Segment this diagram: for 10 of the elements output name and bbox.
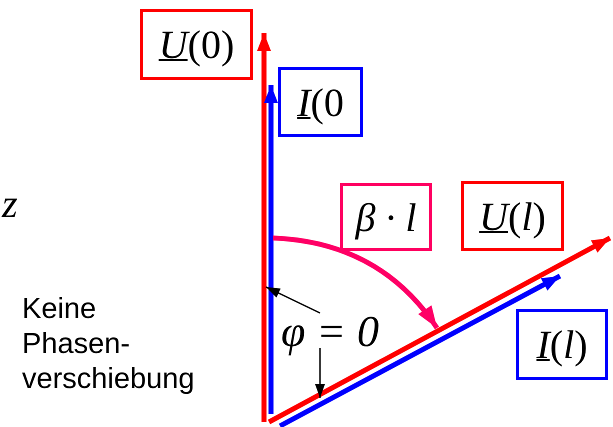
leader-line [266, 286, 320, 314]
angle-label: φ = 0 [276, 306, 384, 356]
phasor-label: U(l) [461, 181, 564, 251]
leader-line [315, 348, 325, 398]
axis-label: z [2, 180, 18, 227]
phasor-label: U(0) [140, 9, 253, 80]
phasor-label: I(0 [278, 67, 363, 137]
note-text: Keine Phasen- verschiebung [22, 292, 196, 396]
phase-constant-label: β · l [340, 183, 432, 251]
phasor-label: I(l) [516, 309, 608, 380]
